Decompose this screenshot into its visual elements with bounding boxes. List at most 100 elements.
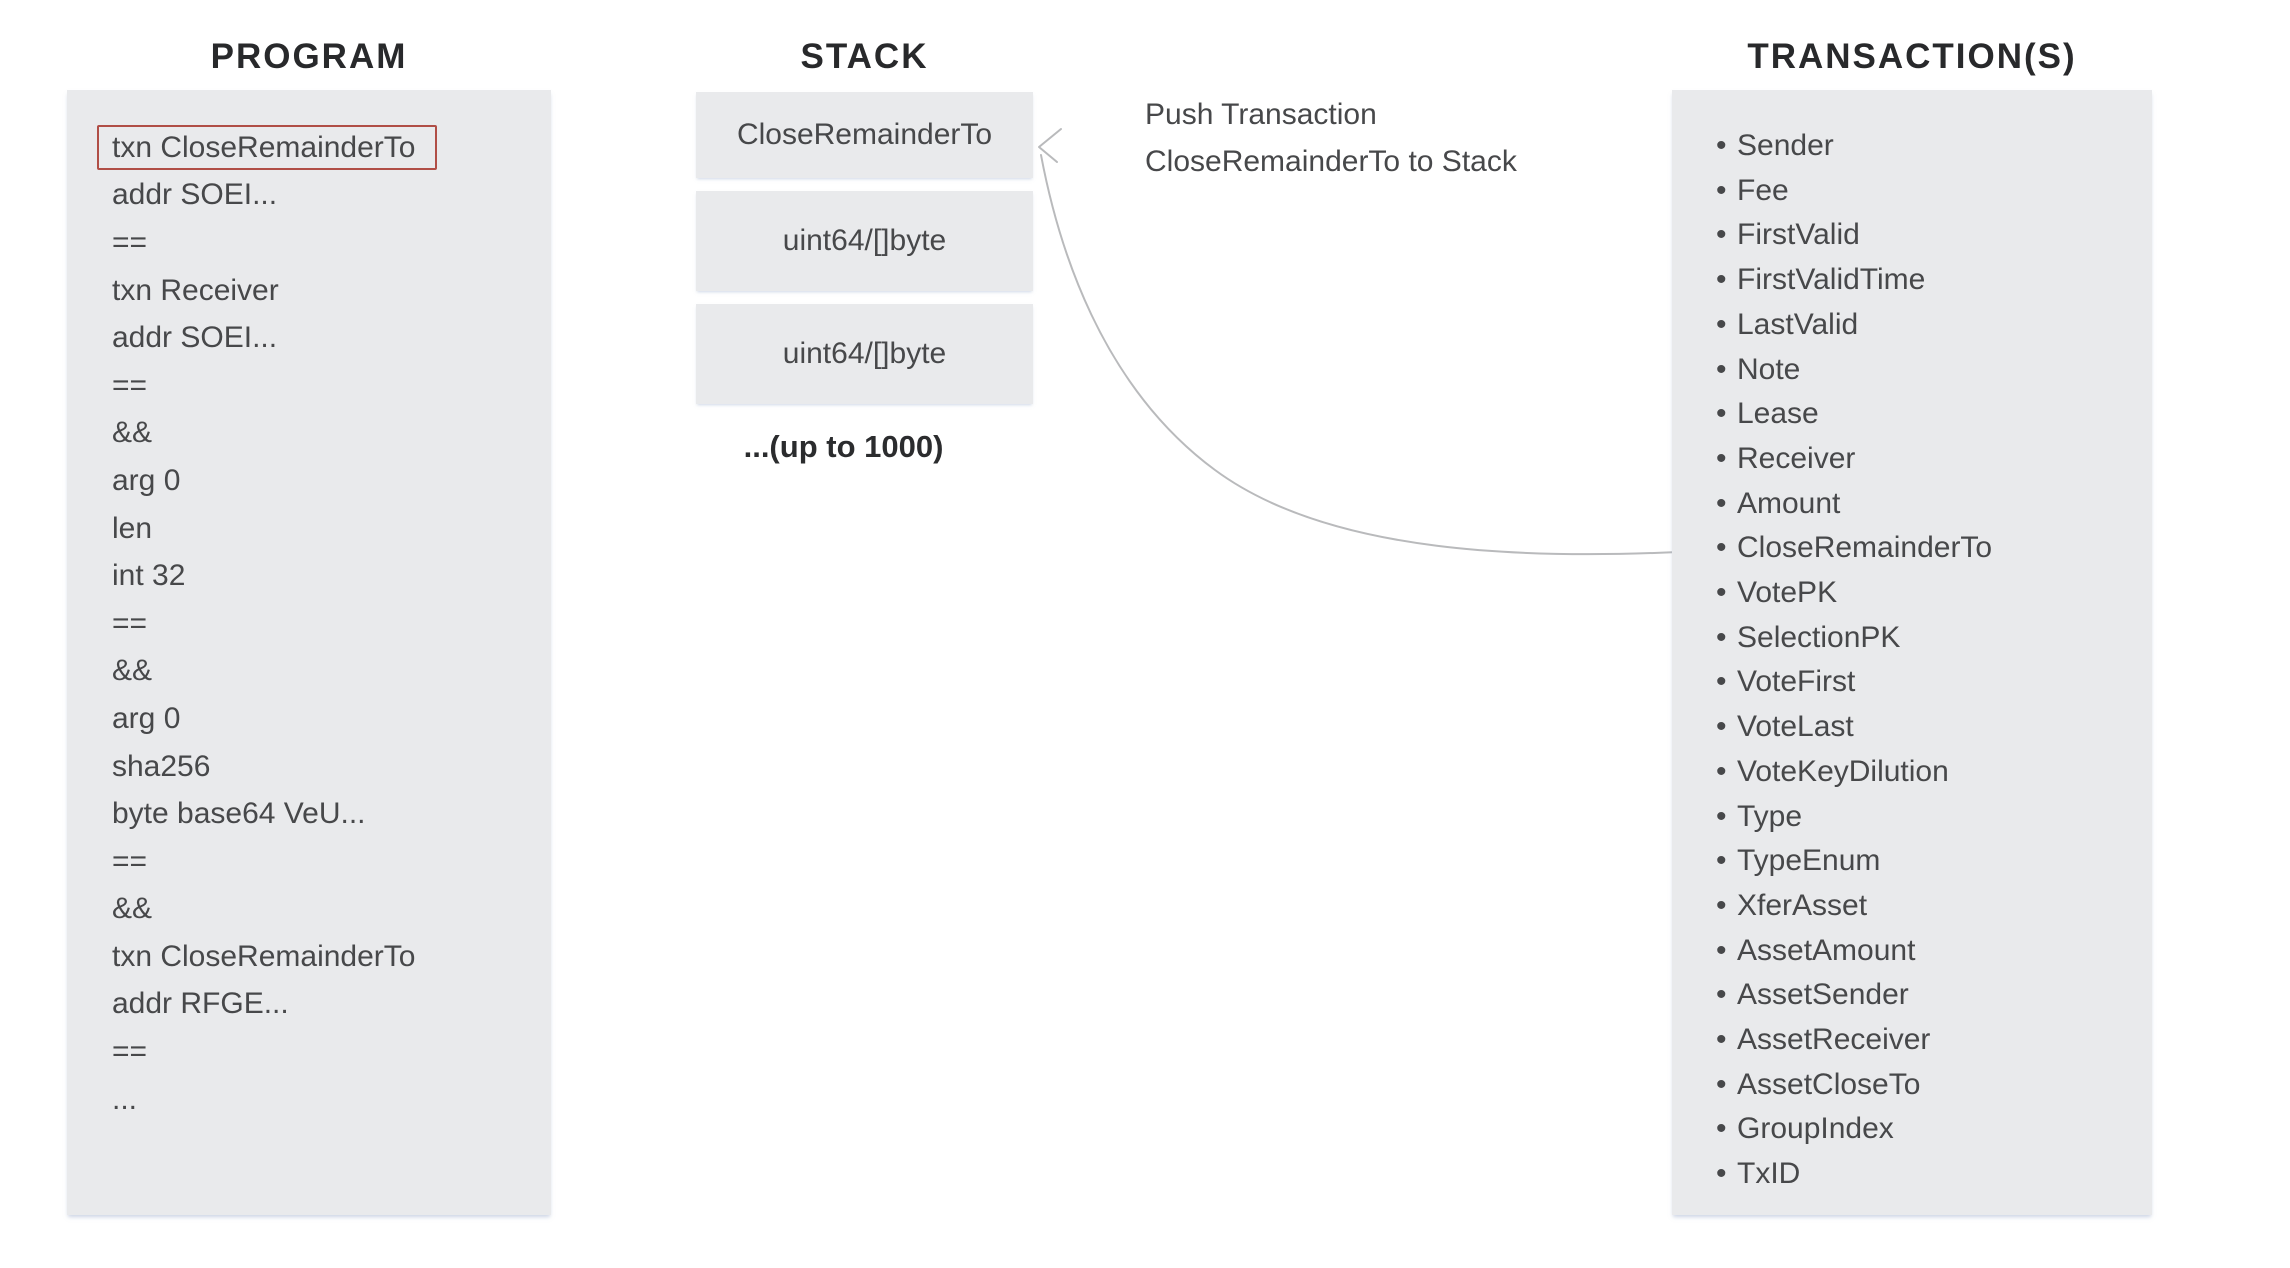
transaction-field-label: SelectionPK (1737, 620, 1901, 654)
push-arrow-curve (1040, 154, 1700, 556)
program-line: len (112, 505, 551, 553)
program-line: txn Receiver (112, 267, 551, 315)
program-line: byte base64 VeU... (112, 790, 551, 838)
program-line: == (112, 362, 551, 410)
transaction-field-label: CloseRemainderTo (1737, 531, 1993, 565)
transaction-field-label: AssetAmount (1737, 933, 1916, 967)
transaction-field: VoteFirst (1672, 660, 2152, 705)
transaction-field: Type (1672, 795, 2152, 840)
transaction-field: AssetCloseTo (1672, 1063, 2152, 1108)
program-line: arg 0 (112, 457, 551, 505)
program-line-text: addr RFGE... (112, 987, 289, 1021)
program-line: addr SOEI... (112, 314, 551, 362)
transaction-field: Note (1672, 348, 2152, 393)
program-line: addr SOEI... (112, 172, 551, 220)
program-line-text: txn CloseRemainderTo (112, 939, 416, 973)
program-line: arg 0 (112, 695, 551, 743)
transaction-field: AssetSender (1672, 973, 2152, 1018)
transactions-title: TRANSACTION(S) (1747, 37, 2077, 76)
stack-title: STACK (800, 37, 929, 76)
transaction-field-label: Fee (1737, 173, 1789, 207)
transaction-field-label: FirstValidTime (1737, 263, 1926, 297)
stack-slot-label: uint64/[]byte (782, 224, 947, 257)
program-line: && (112, 886, 551, 934)
program-line: sha256 (112, 743, 551, 791)
push-annotation: Push Transaction CloseRemainderTo to Sta… (1145, 91, 1517, 185)
program-line: txn CloseRemainderTo (112, 933, 551, 981)
transaction-field-label: Receiver (1737, 441, 1856, 475)
program-line: int 32 (112, 552, 551, 600)
program-line: ... (112, 1076, 551, 1124)
stack-slot: CloseRemainderTo (696, 92, 1033, 178)
program-line-text: == (112, 844, 148, 878)
program-line-text: == (112, 606, 148, 640)
program-line-text: sha256 (112, 749, 211, 783)
program-code: txn CloseRemainderTo addr SOEI... == txn… (67, 90, 551, 1123)
program-line-text: byte base64 VeU... (112, 797, 366, 831)
transaction-field: AssetReceiver (1672, 1018, 2152, 1063)
transaction-field-label: Amount (1737, 486, 1841, 520)
transaction-field: XferAsset (1672, 884, 2152, 929)
stack-slot: uint64/[]byte (696, 191, 1033, 291)
annotation-line-text: Push Transaction (1145, 98, 1377, 131)
program-line: == (112, 219, 551, 267)
stack-panel: CloseRemainderTo uint64/[]byte uint64/[]… (696, 92, 1033, 404)
transaction-field-label: AssetSender (1737, 978, 1909, 1012)
transaction-field: VoteLast (1672, 705, 2152, 750)
program-line-text: == (112, 225, 148, 259)
program-line-text: && (112, 654, 153, 688)
transaction-field: FirstValid (1672, 213, 2152, 258)
stack-slot: uint64/[]byte (696, 304, 1033, 404)
program-line-text: arg 0 (112, 701, 181, 735)
transaction-field: FirstValidTime (1672, 258, 2152, 303)
transaction-field-label: XferAsset (1737, 888, 1868, 922)
program-panel: txn CloseRemainderTo addr SOEI... == txn… (67, 90, 551, 1215)
transaction-field-label: FirstValid (1737, 218, 1860, 252)
program-line-text: arg 0 (112, 463, 181, 497)
transaction-field-label: VoteFirst (1737, 665, 1856, 699)
transaction-field-label: VotePK (1737, 576, 1838, 610)
transaction-field-label: VoteLast (1737, 710, 1854, 744)
program-line: == (112, 1028, 551, 1076)
transaction-field-label: AssetCloseTo (1737, 1067, 1921, 1101)
transaction-field: Sender (1672, 124, 2152, 169)
transaction-field: VotePK (1672, 571, 2152, 616)
transaction-field-label: Sender (1737, 129, 1834, 162)
transaction-field: Fee (1672, 169, 2152, 214)
program-line: txn CloseRemainderTo (97, 125, 437, 170)
program-line: && (112, 410, 551, 458)
program-line-text: int 32 (112, 559, 186, 593)
stack-slot-label: CloseRemainderTo (736, 118, 993, 151)
program-line-text: == (112, 1035, 148, 1069)
annotation-line: Push Transaction (1145, 91, 1517, 138)
transaction-field-label: Note (1737, 352, 1801, 386)
program-line-text: addr SOEI... (112, 321, 278, 355)
program-line-text: len (112, 511, 153, 545)
annotation-line-text: CloseRemainderTo to Stack (1145, 145, 1517, 178)
transaction-field: AssetAmount (1672, 929, 2152, 974)
program-line-text: txn CloseRemainderTo (112, 130, 416, 164)
transaction-field-label: TypeEnum (1737, 844, 1881, 878)
transactions-panel: Sender Fee FirstValid FirstValidTime Las… (1672, 90, 2152, 1215)
transaction-field: Lease (1672, 392, 2152, 437)
transaction-field-label: TxID (1737, 1157, 1801, 1191)
transaction-field: SelectionPK (1672, 616, 2152, 661)
program-line: && (112, 648, 551, 696)
transaction-field: Receiver (1672, 437, 2152, 482)
transaction-field: TxID (1672, 1152, 2152, 1197)
transaction-field-label: VoteKeyDilution (1737, 754, 1949, 788)
program-line-text: && (112, 892, 153, 926)
transaction-field-label: AssetReceiver (1737, 1023, 1931, 1057)
stack-caption: ...(up to 1000) (743, 429, 944, 464)
transaction-field-label: GroupIndex (1737, 1112, 1894, 1146)
push-arrow-head (1038, 128, 1062, 163)
transaction-field: VoteKeyDilution (1672, 750, 2152, 795)
transaction-field: Amount (1672, 482, 2152, 527)
program-line-text: && (112, 416, 153, 450)
transaction-field-list: Sender Fee FirstValid FirstValidTime Las… (1672, 90, 2152, 1197)
program-line-text: ... (112, 1082, 138, 1116)
program-line: == (112, 600, 551, 648)
program-line: addr RFGE... (112, 981, 551, 1029)
program-line-text: txn Receiver (112, 273, 279, 307)
